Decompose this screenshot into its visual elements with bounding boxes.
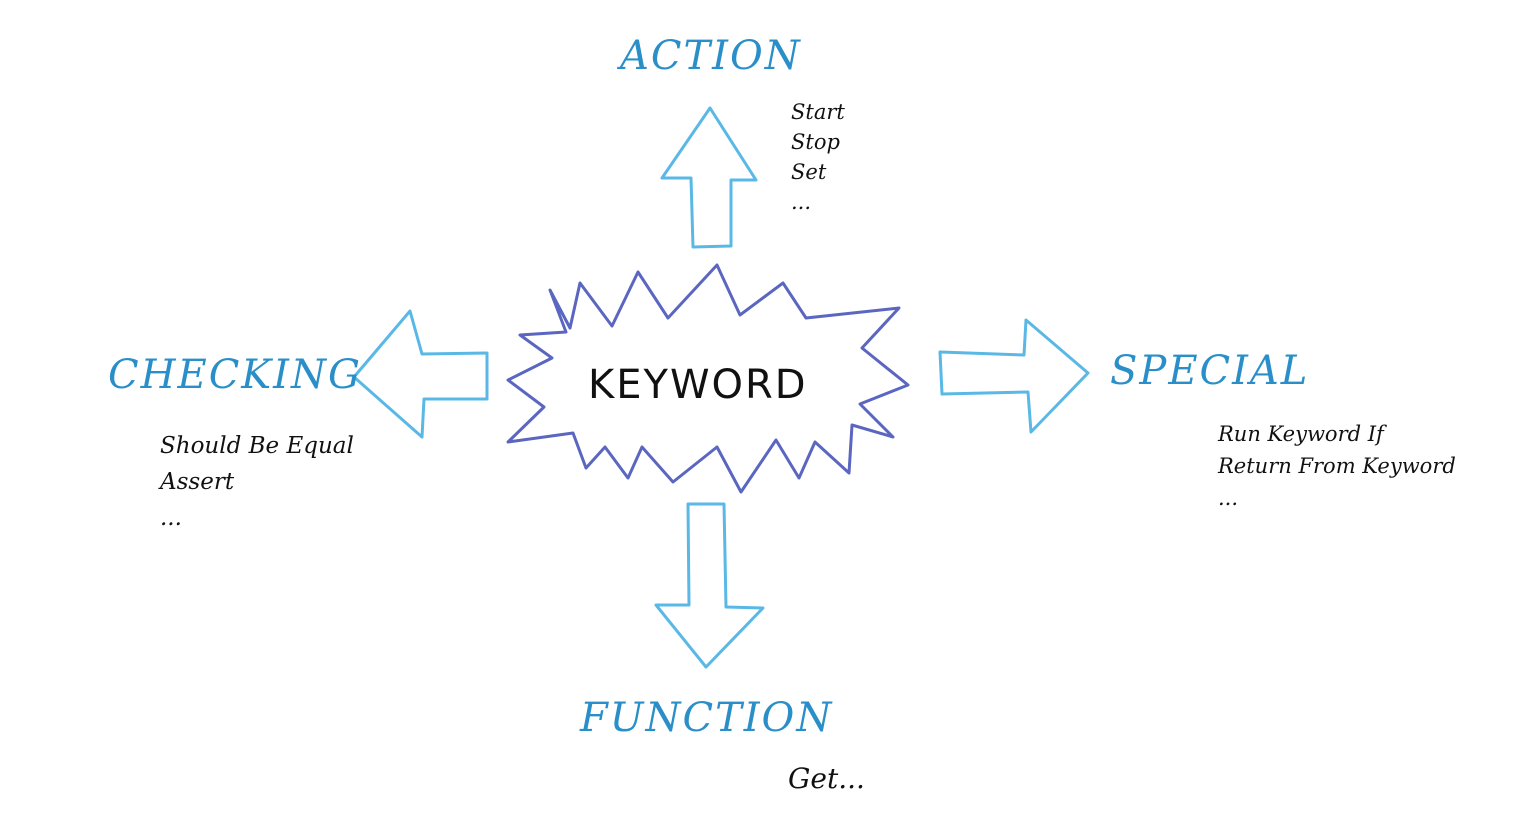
- arrow-right-to-special: [938, 318, 1090, 434]
- action-example: Stop: [791, 130, 840, 154]
- special-label: SPECIAL: [1110, 348, 1310, 394]
- keyword-burst-shape: [506, 263, 910, 494]
- function-label: FUNCTION: [580, 695, 834, 741]
- checking-example: ...: [160, 505, 182, 531]
- action-example: Set: [791, 160, 827, 184]
- checking-label: CHECKING: [108, 352, 362, 398]
- function-examples: Get...: [788, 762, 865, 796]
- special-examples: Run Keyword If Return From Keyword ...: [1218, 418, 1456, 514]
- arrow-left-to-checking: [352, 309, 489, 439]
- arrow-down-to-function: [654, 502, 765, 669]
- function-example: Get...: [788, 762, 865, 795]
- checking-example: Should Be Equal: [160, 433, 354, 459]
- checking-example: Assert: [160, 469, 235, 495]
- special-example: ...: [1218, 486, 1239, 510]
- action-label: ACTION: [620, 33, 802, 79]
- action-example: Start: [791, 100, 845, 124]
- keyword-label: KEYWORD: [588, 362, 808, 408]
- special-example: Run Keyword If: [1218, 422, 1384, 446]
- special-example: Return From Keyword: [1218, 454, 1456, 478]
- action-example: ...: [791, 190, 812, 214]
- arrow-up-to-action: [660, 106, 758, 249]
- checking-examples: Should Be Equal Assert ...: [160, 428, 354, 536]
- action-examples: Start Stop Set ...: [791, 97, 845, 217]
